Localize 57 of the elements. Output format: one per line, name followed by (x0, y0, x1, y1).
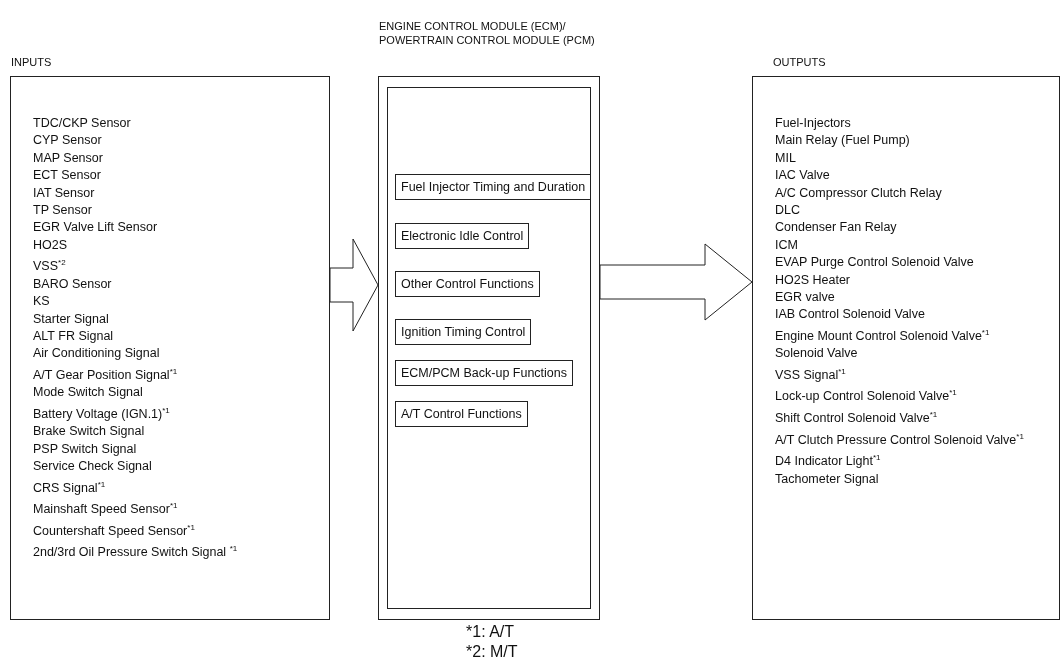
signal-text: HO2S Heater (775, 271, 852, 289)
function-box: A/T Control Functions (395, 401, 528, 427)
footnote-text: *2: M/T (466, 642, 518, 662)
signal-text: ALT FR Signal (33, 328, 115, 346)
box-heading: OUTPUTS (773, 55, 827, 69)
signal-text: A/T Gear Position Signal$^{*1}$ (33, 365, 179, 384)
box-heading: INPUTS (11, 55, 53, 69)
function-box: Electronic Idle Control (395, 223, 530, 249)
signal-text: IAB Control Solenoid Valve (775, 306, 926, 324)
signal-text: Mode Switch Signal (33, 384, 144, 402)
signal-text: EGR Valve Lift Sensor (33, 219, 159, 237)
signal-text: VSS Signal$^{*1}$ (775, 365, 847, 384)
signal-text: Tachometer Signal (775, 470, 880, 488)
footnote-text: *1: A/T (466, 622, 515, 642)
block-arrow (329, 238, 379, 332)
signal-text: Main Relay (Fuel Pump) (775, 132, 911, 150)
signal-text: A/C Compressor Clutch Relay (775, 184, 943, 202)
signal-text: Service Check Signal (33, 458, 153, 476)
signal-text: Brake Switch Signal (33, 423, 146, 441)
signal-text: Battery Voltage (IGN.1)$^{*1}$ (33, 404, 171, 423)
signal-text: BARO Sensor (33, 275, 113, 293)
signal-text: A/T Clutch Pressure Control Solenoid Valve$^{*1}$ (775, 430, 1025, 449)
signal-text: DLC (775, 202, 801, 220)
function-box: Ignition Timing Control (395, 319, 532, 345)
signal-text: Solenoid Valve (775, 345, 859, 363)
signal-text: 2nd/3rd Oil Pressure Switch Signal $^{*1}$ (33, 543, 239, 562)
signal-text: Condenser Fan Relay (775, 219, 898, 237)
signal-text: EVAP Purge Control Solenoid Valve (775, 254, 975, 272)
box-heading: ENGINE CONTROL MODULE (ECM)/ POWERTRAIN CONTROL MODULE (PCM) (379, 19, 596, 47)
signal-text: TDC/CKP Sensor (33, 115, 132, 132)
function-box: Other Control Functions (395, 271, 540, 297)
signal-text: CRS Signal$^{*1}$ (33, 478, 107, 497)
signal-text: MAP Sensor (33, 149, 104, 167)
signal-text: Mainshaft Speed Sensor$^{*1}$ (33, 500, 179, 519)
signal-text: IAC Valve (775, 167, 831, 185)
signal-text: HO2S (33, 236, 69, 254)
signal-text: KS (33, 293, 51, 311)
signal-text: Shift Control Solenoid Valve$^{*1}$ (775, 408, 939, 428)
signal-text: Air Conditioning Signal (33, 345, 161, 363)
signal-text: Fuel-Injectors (775, 115, 852, 132)
function-box: ECM/PCM Back-up Functions (395, 360, 574, 386)
signal-text: PSP Switch Signal (33, 440, 138, 458)
signal-text: Countershaft Speed Sensor$^{*1}$ (33, 521, 196, 540)
function-box: Fuel Injector Timing and Duration (395, 174, 592, 200)
signal-text: MIL (775, 149, 797, 167)
signal-text: EGR valve (775, 289, 836, 307)
signal-text: VSS$^{*2}$ (33, 257, 67, 276)
signal-text: ICM (775, 236, 799, 254)
signal-text: Engine Mount Control Solenoid Valve$^{*1}$ (775, 326, 991, 346)
signal-text: D4 Indicator Light$^{*1}$ (775, 452, 882, 471)
signal-text: ECT Sensor (33, 167, 102, 185)
signal-text: TP Sensor (33, 202, 93, 220)
signal-text: IAT Sensor (33, 184, 96, 202)
signal-text: Lock-up Control Solenoid Valve$^{*1}$ (775, 387, 958, 406)
block-arrow (599, 243, 753, 321)
signal-text: Starter Signal (33, 310, 110, 328)
signal-text: CYP Sensor (33, 132, 103, 150)
